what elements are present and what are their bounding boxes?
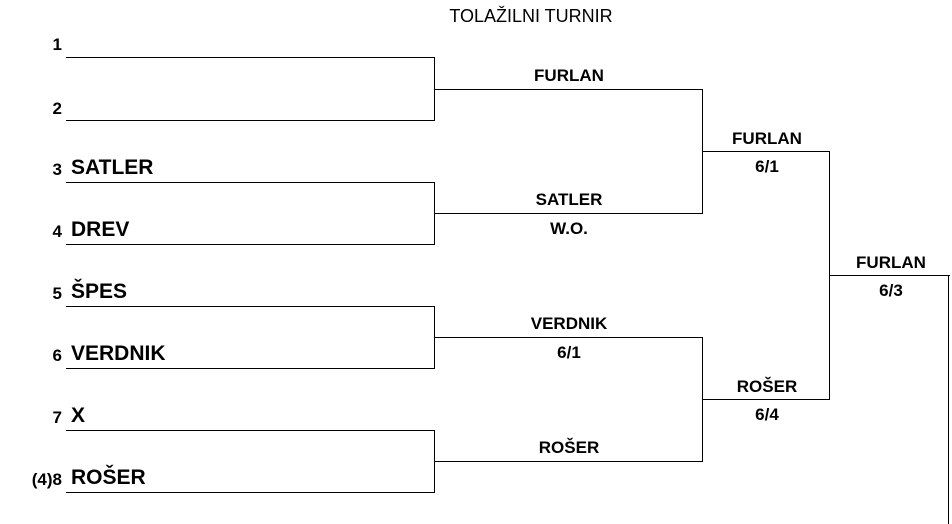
seed-4: 4 [52, 222, 62, 241]
r3-winner-1: FURLAN [732, 129, 802, 148]
player-name-4: DREV [71, 218, 130, 241]
r2-winner-2: SATLER [535, 190, 603, 209]
player-name-8: ROŠER [71, 466, 146, 489]
r2-score-2: W.O. [550, 219, 588, 238]
r3-score-2: 6/4 [755, 405, 779, 424]
r2-winner-1: FURLAN [534, 66, 604, 85]
seed-5: 5 [52, 284, 62, 303]
r2-winner-4: ROŠER [538, 438, 600, 457]
seed-6: 6 [52, 346, 62, 365]
r2-winner-3: VERDNIK [530, 314, 608, 333]
player-name-3: SATLER [71, 156, 154, 179]
seed-1: 1 [52, 35, 62, 54]
r3-score-1: 6/1 [755, 157, 779, 176]
player-name-6: VERDNIK [71, 342, 166, 365]
final-winner: FURLAN [856, 253, 926, 272]
r2-score-3: 6/1 [557, 343, 581, 362]
seed-8: (4)8 [31, 470, 62, 489]
r3-winner-2: ROŠER [736, 377, 798, 396]
final-score: 6/3 [879, 281, 903, 300]
player-name-7: X [71, 404, 86, 427]
seed-7: 7 [52, 408, 62, 427]
player-name-5: ŠPES [71, 280, 128, 303]
tournament-title: TOLAŽILNI TURNIR [449, 6, 613, 26]
seed-3: 3 [52, 160, 62, 179]
seed-2: 2 [52, 99, 62, 118]
